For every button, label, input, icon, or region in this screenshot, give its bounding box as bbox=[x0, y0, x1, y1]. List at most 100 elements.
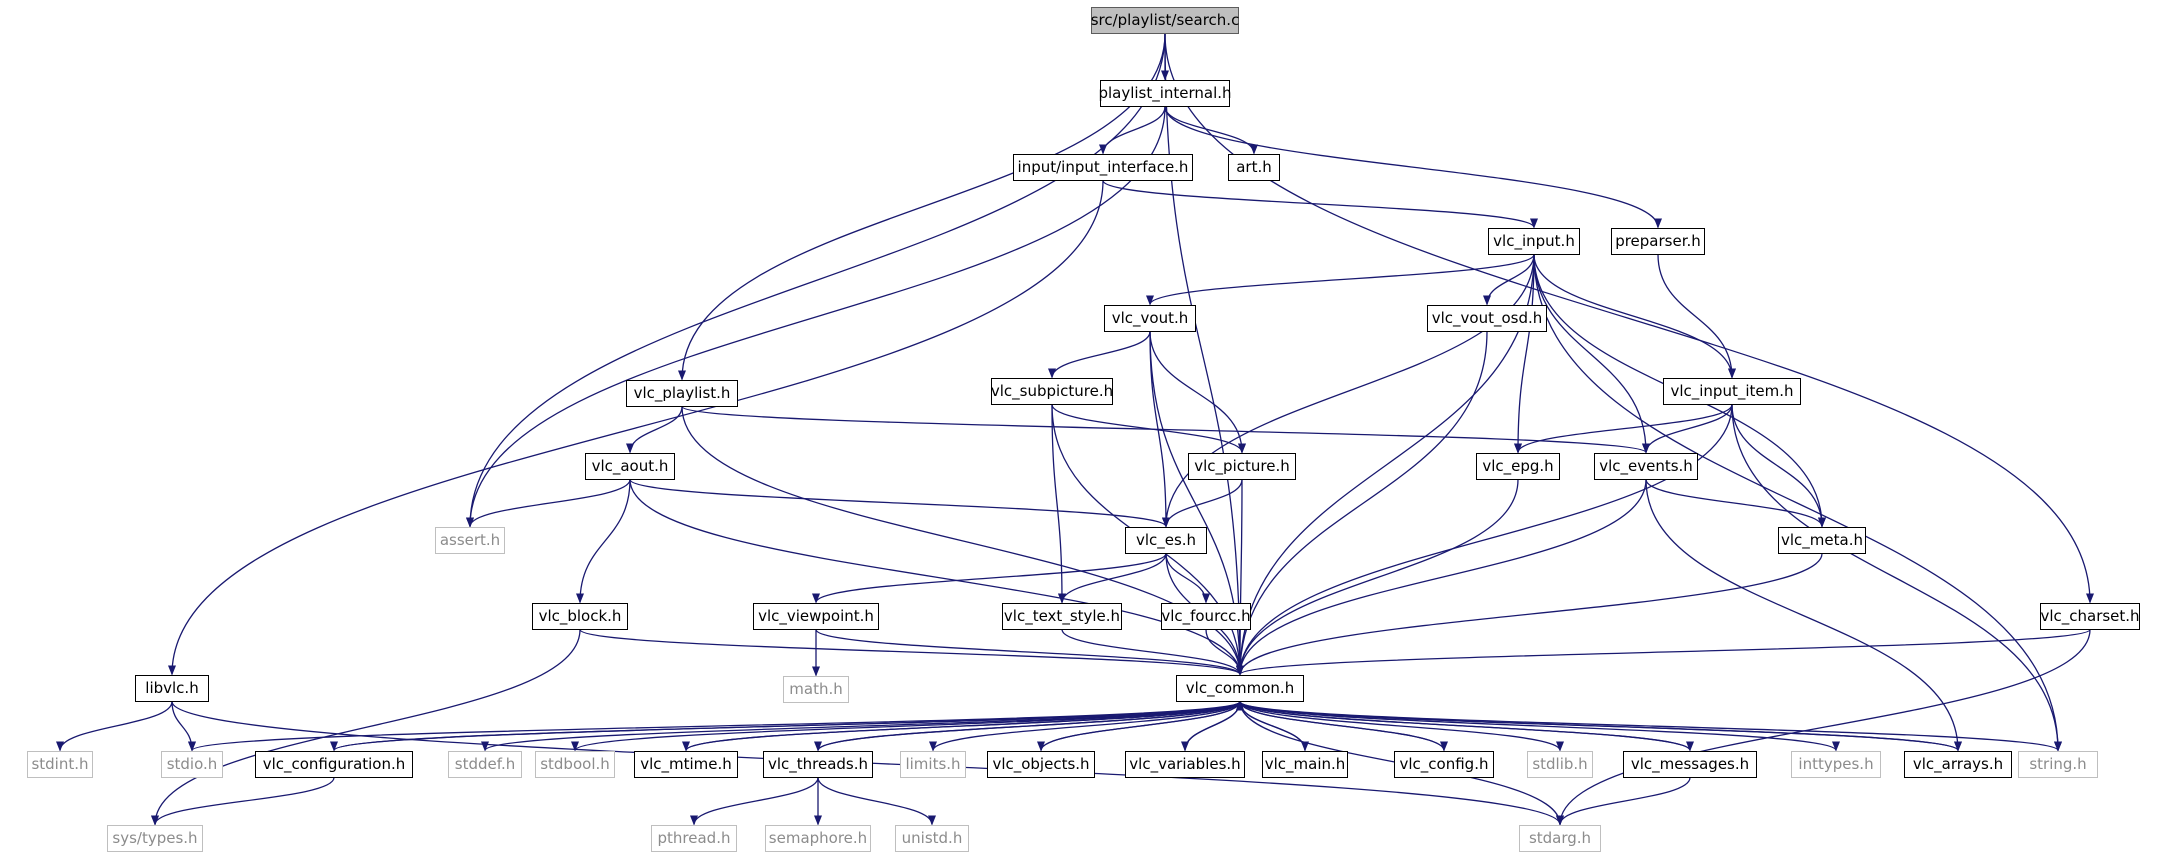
node-vlc-epg[interactable]: vlc_epg.h bbox=[1476, 452, 1560, 480]
node-unistd: unistd.h bbox=[895, 824, 969, 852]
node-vlc-input[interactable]: vlc_input.h bbox=[1488, 227, 1580, 255]
node-vlc-mtime[interactable]: vlc_mtime.h bbox=[634, 750, 738, 778]
edge-vlc-picture-to-vlc-es bbox=[1162, 479, 1243, 528]
node-vlc-vout[interactable]: vlc_vout.h bbox=[1104, 304, 1196, 332]
edge-vlc-threads-to-vlc-common bbox=[817, 700, 1244, 752]
edge-vlc-input-item-to-vlc-events bbox=[1642, 404, 1733, 454]
edge-vlc-meta-to-vlc-common bbox=[1236, 553, 1823, 676]
node-search-c[interactable]: src/playlist/search.c bbox=[1091, 6, 1239, 34]
node-input-interface[interactable]: input/input_interface.h bbox=[1013, 153, 1193, 181]
node-stdio: stdio.h bbox=[161, 750, 223, 778]
edge-vlc-arrays-to-vlc-common bbox=[1236, 700, 1959, 752]
node-vlc-picture[interactable]: vlc_picture.h bbox=[1188, 452, 1296, 480]
edge-vlc-text-style-to-vlc-common bbox=[1061, 629, 1244, 676]
edge-vlc-charset-to-vlc-common bbox=[1236, 628, 2091, 676]
node-libvlc[interactable]: libvlc.h bbox=[135, 674, 209, 702]
node-playlist-internal[interactable]: playlist_internal.h bbox=[1098, 79, 1232, 107]
edge-vlc-playlist-to-vlc-events bbox=[681, 405, 1650, 454]
edge-vlc-input-to-vlc-vout-osd bbox=[1483, 254, 1535, 306]
node-semaphore: semaphore.h bbox=[765, 824, 871, 852]
node-vlc-configuration[interactable]: vlc_configuration.h bbox=[255, 750, 413, 778]
node-vlc-charset[interactable]: vlc_charset.h bbox=[2040, 602, 2140, 630]
node-stdarg: stdarg.h bbox=[1519, 824, 1601, 852]
edge-vlc-vout-to-vlc-subpicture bbox=[1048, 331, 1151, 379]
node-vlc-variables[interactable]: vlc_variables.h bbox=[1125, 750, 1245, 778]
node-math: math.h bbox=[783, 675, 849, 703]
edge-vlc-input-to-string bbox=[1533, 254, 2062, 752]
edge-vlc-common-to-limits bbox=[929, 701, 1241, 752]
edge-search-c-to-vlc-charset bbox=[1164, 33, 2094, 604]
edge-vlc-common-to-stdbool bbox=[571, 700, 1241, 752]
edge-vlc-messages-to-vlc-common bbox=[1236, 700, 1691, 752]
node-stdint: stdint.h bbox=[27, 750, 93, 778]
edge-vlc-input-item-to-vlc-meta bbox=[1731, 404, 1826, 528]
edge-vlc-messages-to-stdarg bbox=[1556, 777, 1691, 826]
node-inttypes: inttypes.h bbox=[1791, 750, 1881, 778]
edge-playlist-internal-to-input-interface bbox=[1099, 106, 1166, 155]
edge-vlc-common-to-stdlib bbox=[1239, 701, 1564, 752]
node-vlc-vout-osd[interactable]: vlc_vout_osd.h bbox=[1427, 304, 1547, 332]
edge-playlist-internal-to-assert bbox=[466, 106, 1166, 528]
node-vlc-meta[interactable]: vlc_meta.h bbox=[1778, 526, 1866, 554]
edge-libvlc-to-stdio bbox=[171, 701, 196, 752]
edge-vlc-events-to-vlc-arrays bbox=[1645, 479, 1962, 752]
edge-vlc-events-to-vlc-common bbox=[1236, 479, 1647, 676]
edge-vlc-mtime-to-vlc-common bbox=[685, 700, 1244, 752]
edge-input-interface-to-libvlc bbox=[168, 180, 1104, 676]
node-vlc-playlist[interactable]: vlc_playlist.h bbox=[626, 379, 738, 407]
edge-vlc-epg-to-vlc-common bbox=[1236, 479, 1519, 676]
node-vlc-viewpoint[interactable]: vlc_viewpoint.h bbox=[753, 602, 879, 630]
node-vlc-arrays[interactable]: vlc_arrays.h bbox=[1904, 750, 2012, 778]
node-vlc-messages[interactable]: vlc_messages.h bbox=[1623, 750, 1757, 778]
edge-vlc-vout-osd-to-vlc-common bbox=[1236, 331, 1488, 676]
edge-playlist-internal-to-art bbox=[1164, 106, 1258, 155]
edge-input-interface-to-vlc-input bbox=[1102, 179, 1538, 229]
edge-vlc-threads-to-unistd bbox=[817, 777, 936, 826]
edge-preparser-to-vlc-input-item bbox=[1657, 254, 1736, 379]
node-assert: assert.h bbox=[435, 526, 505, 554]
edge-vlc-input-to-vlc-epg bbox=[1514, 254, 1535, 454]
node-vlc-objects[interactable]: vlc_objects.h bbox=[987, 750, 1095, 778]
edge-vlc-config-to-vlc-common bbox=[1236, 700, 1445, 751]
edge-vlc-aout-to-vlc-block bbox=[576, 479, 631, 604]
edge-vlc-common-to-inttypes bbox=[1239, 700, 1840, 752]
edge-vlc-subpicture-to-vlc-text-style bbox=[1051, 404, 1066, 604]
edge-playlist-internal-to-preparser bbox=[1164, 106, 1662, 229]
edge-vlc-es-to-vlc-fourcc bbox=[1165, 553, 1210, 604]
edge-vlc-aout-to-vlc-common bbox=[629, 479, 1244, 676]
edge-search-c-to-vlc-playlist bbox=[678, 33, 1166, 381]
node-vlc-es[interactable]: vlc_es.h bbox=[1125, 526, 1207, 554]
node-vlc-block[interactable]: vlc_block.h bbox=[532, 602, 628, 630]
edge-vlc-threads-to-pthread bbox=[690, 777, 819, 826]
edge-vlc-playlist-to-vlc-aout bbox=[626, 406, 683, 454]
edge-vlc-common-to-stdio bbox=[188, 700, 1241, 752]
node-preparser[interactable]: preparser.h bbox=[1611, 227, 1705, 255]
node-art[interactable]: art.h bbox=[1228, 153, 1280, 181]
edge-search-c-to-assert bbox=[466, 33, 1166, 528]
node-vlc-common[interactable]: vlc_common.h bbox=[1176, 674, 1304, 702]
edge-vlc-configuration-to-sys-types bbox=[151, 777, 335, 826]
edge-vlc-input-to-vlc-input-item bbox=[1533, 254, 1736, 379]
edge-vlc-es-to-vlc-viewpoint bbox=[812, 553, 1167, 604]
edge-vlc-aout-to-vlc-es bbox=[629, 478, 1170, 528]
edge-vlc-configuration-to-vlc-common bbox=[333, 700, 1244, 752]
node-vlc-subpicture[interactable]: vlc_subpicture.h bbox=[991, 377, 1113, 405]
edge-vlc-charset-to-stdarg bbox=[1556, 629, 2091, 826]
edge-vlc-block-to-vlc-common bbox=[579, 628, 1244, 676]
edges-layer bbox=[56, 33, 2094, 826]
edge-libvlc-to-stdint bbox=[56, 701, 173, 752]
edge-vlc-vout-to-vlc-picture bbox=[1149, 331, 1246, 454]
edge-vlc-input-item-to-string bbox=[1731, 404, 2062, 752]
node-vlc-config[interactable]: vlc_config.h bbox=[1394, 750, 1494, 778]
node-vlc-main[interactable]: vlc_main.h bbox=[1262, 750, 1348, 778]
node-vlc-fourcc[interactable]: vlc_fourcc.h bbox=[1161, 602, 1251, 630]
node-vlc-threads[interactable]: vlc_threads.h bbox=[763, 750, 873, 778]
edge-vlc-events-to-vlc-meta bbox=[1645, 479, 1826, 528]
node-vlc-events[interactable]: vlc_events.h bbox=[1594, 452, 1698, 480]
node-stdlib: stdlib.h bbox=[1527, 750, 1593, 778]
node-vlc-aout[interactable]: vlc_aout.h bbox=[585, 452, 675, 480]
node-vlc-input-item[interactable]: vlc_input_item.h bbox=[1663, 377, 1801, 405]
edge-vlc-input-to-vlc-vout bbox=[1146, 254, 1535, 306]
edge-vlc-input-to-vlc-events bbox=[1533, 254, 1650, 454]
node-vlc-text-style[interactable]: vlc_text_style.h bbox=[1002, 602, 1122, 630]
